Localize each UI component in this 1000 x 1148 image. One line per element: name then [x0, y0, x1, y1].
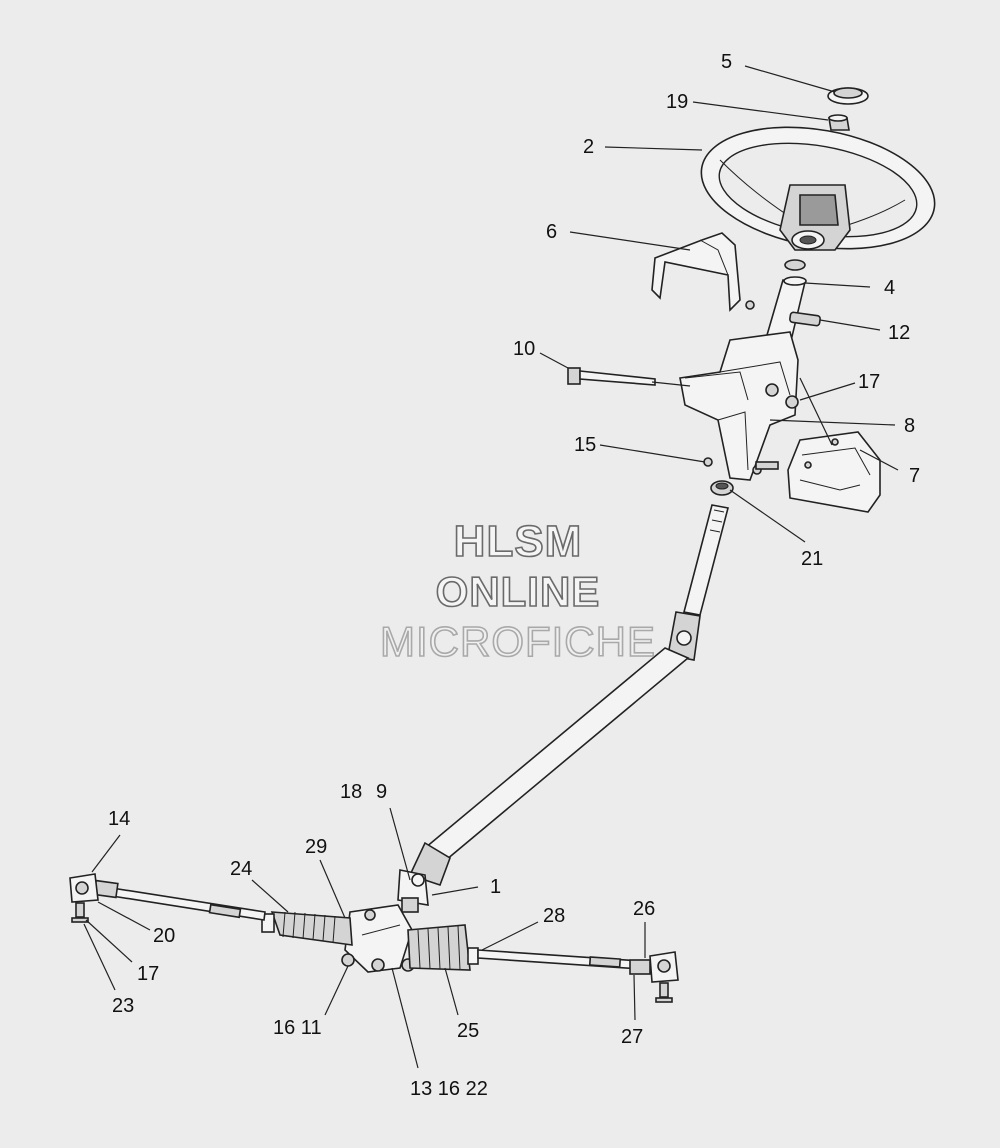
- lower-u-joint: [397, 841, 451, 913]
- callout-27: 27: [621, 1026, 643, 1048]
- watermark-line-2: ONLINE: [436, 568, 601, 615]
- callout-14: 14: [108, 808, 130, 830]
- left-bellows: [261, 911, 353, 946]
- column-bracket: [679, 311, 821, 481]
- steering-column: [745, 259, 807, 346]
- callout-18: 18: [340, 781, 362, 803]
- callout-23: 23: [112, 995, 134, 1017]
- steering-wheel: [700, 126, 936, 251]
- callout-labels: 5 19 2 6 4 12 10 17 8 15 7 21 18 9 14 29…: [108, 51, 920, 1100]
- upper-shroud: [651, 232, 741, 312]
- callout-7: 7: [909, 465, 920, 487]
- intermediate-shaft: [423, 504, 729, 861]
- callout-16-11: 16 11: [273, 1017, 322, 1039]
- callout-20: 20: [153, 925, 175, 947]
- watermark-line-3: MICROFICHE: [380, 618, 656, 665]
- callout-1: 1: [490, 876, 501, 898]
- callout-4: 4: [884, 277, 895, 299]
- horn-cap: [827, 87, 869, 105]
- column-bushing: [710, 480, 734, 496]
- right-tie-rod: [477, 949, 679, 1003]
- right-bellows: [407, 924, 479, 971]
- callout-17-upper: 17: [858, 371, 880, 393]
- callout-24: 24: [230, 858, 252, 880]
- callout-8: 8: [904, 415, 915, 437]
- long-bolt: [567, 367, 656, 386]
- callout-21: 21: [801, 548, 823, 570]
- left-tie-rod: [69, 873, 266, 923]
- watermark-line-1: HLSM: [454, 517, 583, 566]
- callout-26: 26: [633, 898, 655, 920]
- callout-2: 2: [583, 136, 594, 158]
- callout-10: 10: [513, 338, 535, 360]
- callout-28: 28: [543, 905, 565, 927]
- callout-6: 6: [546, 221, 557, 243]
- lower-shroud: [787, 431, 881, 513]
- callout-12: 12: [888, 322, 910, 344]
- callout-25: 25: [457, 1020, 479, 1042]
- callout-19: 19: [666, 91, 688, 113]
- callout-15: 15: [574, 434, 596, 456]
- callout-5: 5: [721, 51, 732, 73]
- watermark: HLSM ONLINE MICROFICHE: [379, 516, 656, 666]
- callout-17-lower: 17: [137, 963, 159, 985]
- callout-29: 29: [305, 836, 327, 858]
- callout-13-16-22: 13 16 22: [410, 1078, 488, 1100]
- wheel-nut: [828, 114, 850, 131]
- steering-rack: [341, 904, 415, 973]
- callout-9: 9: [376, 781, 387, 803]
- leader-lines: [83, 65, 899, 1069]
